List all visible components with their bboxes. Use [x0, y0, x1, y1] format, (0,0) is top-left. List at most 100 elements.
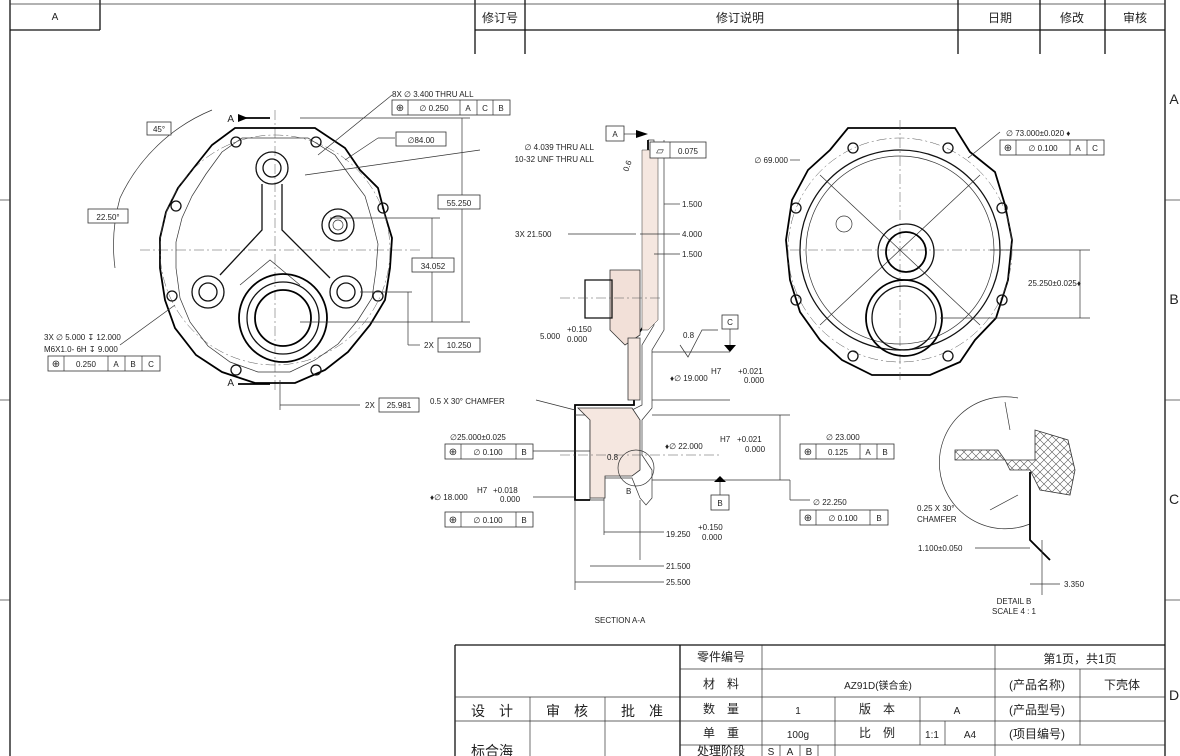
svg-text:B: B — [876, 514, 881, 523]
dim-5-000: 5.000 — [540, 332, 561, 341]
datum-c: C — [727, 318, 733, 327]
svg-text:C: C — [148, 360, 154, 369]
svg-text:A: A — [465, 104, 471, 113]
dia-73: ∅ 73.000±0.020 ♦ — [1006, 129, 1070, 138]
dia-19-fit: H7 — [711, 367, 722, 376]
dia-22-tol-up: +0.021 — [737, 435, 762, 444]
design-label: 设 计 — [471, 703, 513, 719]
dim-5-000-tol-up: +0.150 — [567, 325, 592, 334]
svg-text:⊕: ⊕ — [1004, 143, 1012, 154]
datum-a: A — [612, 130, 618, 139]
svg-text:B: B — [498, 104, 503, 113]
back-mounting-holes — [790, 142, 1008, 362]
dim-10-250-prefix: 2X — [424, 341, 434, 350]
hole-callout: 8X ∅ 3.400 THRU ALL — [392, 90, 474, 99]
dia-25: ∅25.000±0.025 — [450, 433, 506, 442]
dia-23: ∅ 23.000 — [826, 433, 860, 442]
dim-34-052: 34.052 — [421, 262, 446, 271]
chamfer-0-5: 0.5 X 30° CHAMFER — [430, 397, 505, 406]
title-block: 零件编号 材 料 AZ91D(镁合金) 第1页，共1页 (产品名称) 下壳体 (… — [454, 644, 1165, 756]
dia-18-tol-dn: 0.000 — [500, 495, 521, 504]
detail-b-view: 0.25 X 30° CHAMFER 1.100±0.050 3.350 DET… — [917, 396, 1085, 616]
dim-10-250: 10.250 — [447, 341, 472, 350]
dia-18-fit: H7 — [477, 486, 488, 495]
part-no-label: 零件编号 — [697, 649, 745, 664]
dim-19-250-tol-up: +0.150 — [698, 523, 723, 532]
svg-text:B: B — [521, 448, 526, 457]
angle-45: 45° — [153, 125, 165, 134]
dim-25-981: 25.981 — [387, 401, 412, 410]
dim-21-500: 21.500 — [666, 562, 691, 571]
product-name-label: (产品名称) — [1009, 677, 1065, 692]
svg-text:C: C — [482, 104, 488, 113]
back-view: ∅ 73.000±0.020 ♦ ⊕ ∅ 0.100 A C ∅ 69.000 … — [754, 120, 1105, 380]
datum-b: B — [717, 499, 722, 508]
material-value: AZ91D(镁合金) — [844, 679, 912, 692]
dia-18-tol-up: +0.018 — [493, 486, 518, 495]
approve-label: 批 准 — [621, 703, 663, 719]
product-model-label: (产品型号) — [1009, 703, 1065, 717]
dim-3-350: 3.350 — [1064, 580, 1085, 589]
quantity-label: 数 量 — [703, 701, 739, 716]
material-label: 材 料 — [703, 677, 739, 691]
version-value: A — [954, 706, 961, 717]
quantity-value: 1 — [795, 706, 801, 717]
stage-b: B — [806, 747, 813, 756]
stage-s: S — [768, 747, 775, 756]
section-arrow-bottom: A — [227, 378, 234, 389]
tap-callout-2: M6X1.0- 6H ↧ 9.000 — [44, 345, 118, 354]
dim-19-250: 19.250 — [666, 530, 691, 539]
section-arrow-top: A — [227, 114, 234, 125]
section-label: SECTION A-A — [595, 616, 646, 625]
detail-b-marker: B — [626, 487, 631, 496]
dim-1-100: 1.100±0.050 — [918, 544, 963, 553]
tap-callout-1: 3X ∅ 5.000 ↧ 12.000 — [44, 333, 121, 342]
svg-text:⊕: ⊕ — [396, 103, 404, 114]
dia-19: ♦∅ 19.000 — [670, 374, 708, 383]
roughness-1: 0.8 — [683, 331, 695, 340]
review-label: 审 核 — [546, 703, 588, 719]
weight-label: 单 重 — [703, 726, 739, 740]
revision-block: A 修订号 修订说明 日期 修改 审核 — [10, 0, 1165, 54]
dim-25-500: 25.500 — [666, 578, 691, 587]
svg-text:∅ 0.250: ∅ 0.250 — [419, 104, 449, 113]
dia-22-fit: H7 — [720, 435, 731, 444]
angle-22-50: 22.50° — [96, 213, 119, 222]
svg-text:▱: ▱ — [656, 146, 664, 157]
detail-chamfer-2: CHAMFER — [917, 515, 957, 524]
mounting-holes — [166, 136, 389, 376]
dia-18: ♦∅ 18.000 — [430, 493, 468, 502]
rev-review-header: 审核 — [1123, 10, 1147, 25]
dim-55-250: 55.250 — [447, 199, 472, 208]
detail-scale: SCALE 4 : 1 — [992, 607, 1037, 616]
thread-callout-1: ∅ 4.039 THRU ALL — [524, 143, 594, 152]
stage-a: A — [787, 747, 794, 756]
flatness-fcf: ▱ 0.075 — [649, 141, 707, 159]
dia-19-tol-up: +0.021 — [738, 367, 763, 376]
dia-18-fcf: ⊕ ∅ 0.100 B — [444, 511, 534, 528]
stage-label: 处理阶段 — [697, 743, 745, 756]
zone-label-c: C — [1169, 491, 1179, 507]
rev-description-header: 修订说明 — [716, 10, 764, 25]
project-no-label: (项目编号) — [1009, 726, 1065, 741]
bolt-circle-dim: ∅84.00 — [408, 136, 436, 145]
scale-value: 1:1 — [925, 730, 939, 741]
hole-fcf: ⊕ ∅ 0.250 A C B — [391, 99, 511, 116]
dim-25-250: 25.250±0.025♦ — [1028, 279, 1081, 288]
svg-text:0.250: 0.250 — [76, 360, 97, 369]
dim-25-981-prefix: 2X — [365, 401, 375, 410]
zone-label-a: A — [1169, 91, 1179, 107]
svg-text:B: B — [521, 516, 526, 525]
zone-label-d: D — [1169, 687, 1179, 703]
zone-label-b: B — [1169, 291, 1178, 307]
svg-text:⊕: ⊕ — [804, 513, 812, 524]
version-label: 版 本 — [859, 702, 895, 716]
rev-date-header: 日期 — [988, 11, 1012, 25]
rev-modify-header: 修改 — [1060, 10, 1084, 25]
roughness-2: 0.8 — [607, 453, 619, 462]
thread-callout-2: 10-32 UNF THRU ALL — [515, 155, 595, 164]
svg-text:B: B — [882, 448, 887, 457]
section-view: A 0.6 ▱ 0.075 1.500 4.000 1.500 3X 21.50… — [430, 125, 895, 625]
dim-1-500-b: 1.500 — [682, 250, 703, 259]
front-view: A A 8X ∅ 3.400 THRU ALL ⊕ ∅ 0.250 A — [44, 90, 595, 413]
